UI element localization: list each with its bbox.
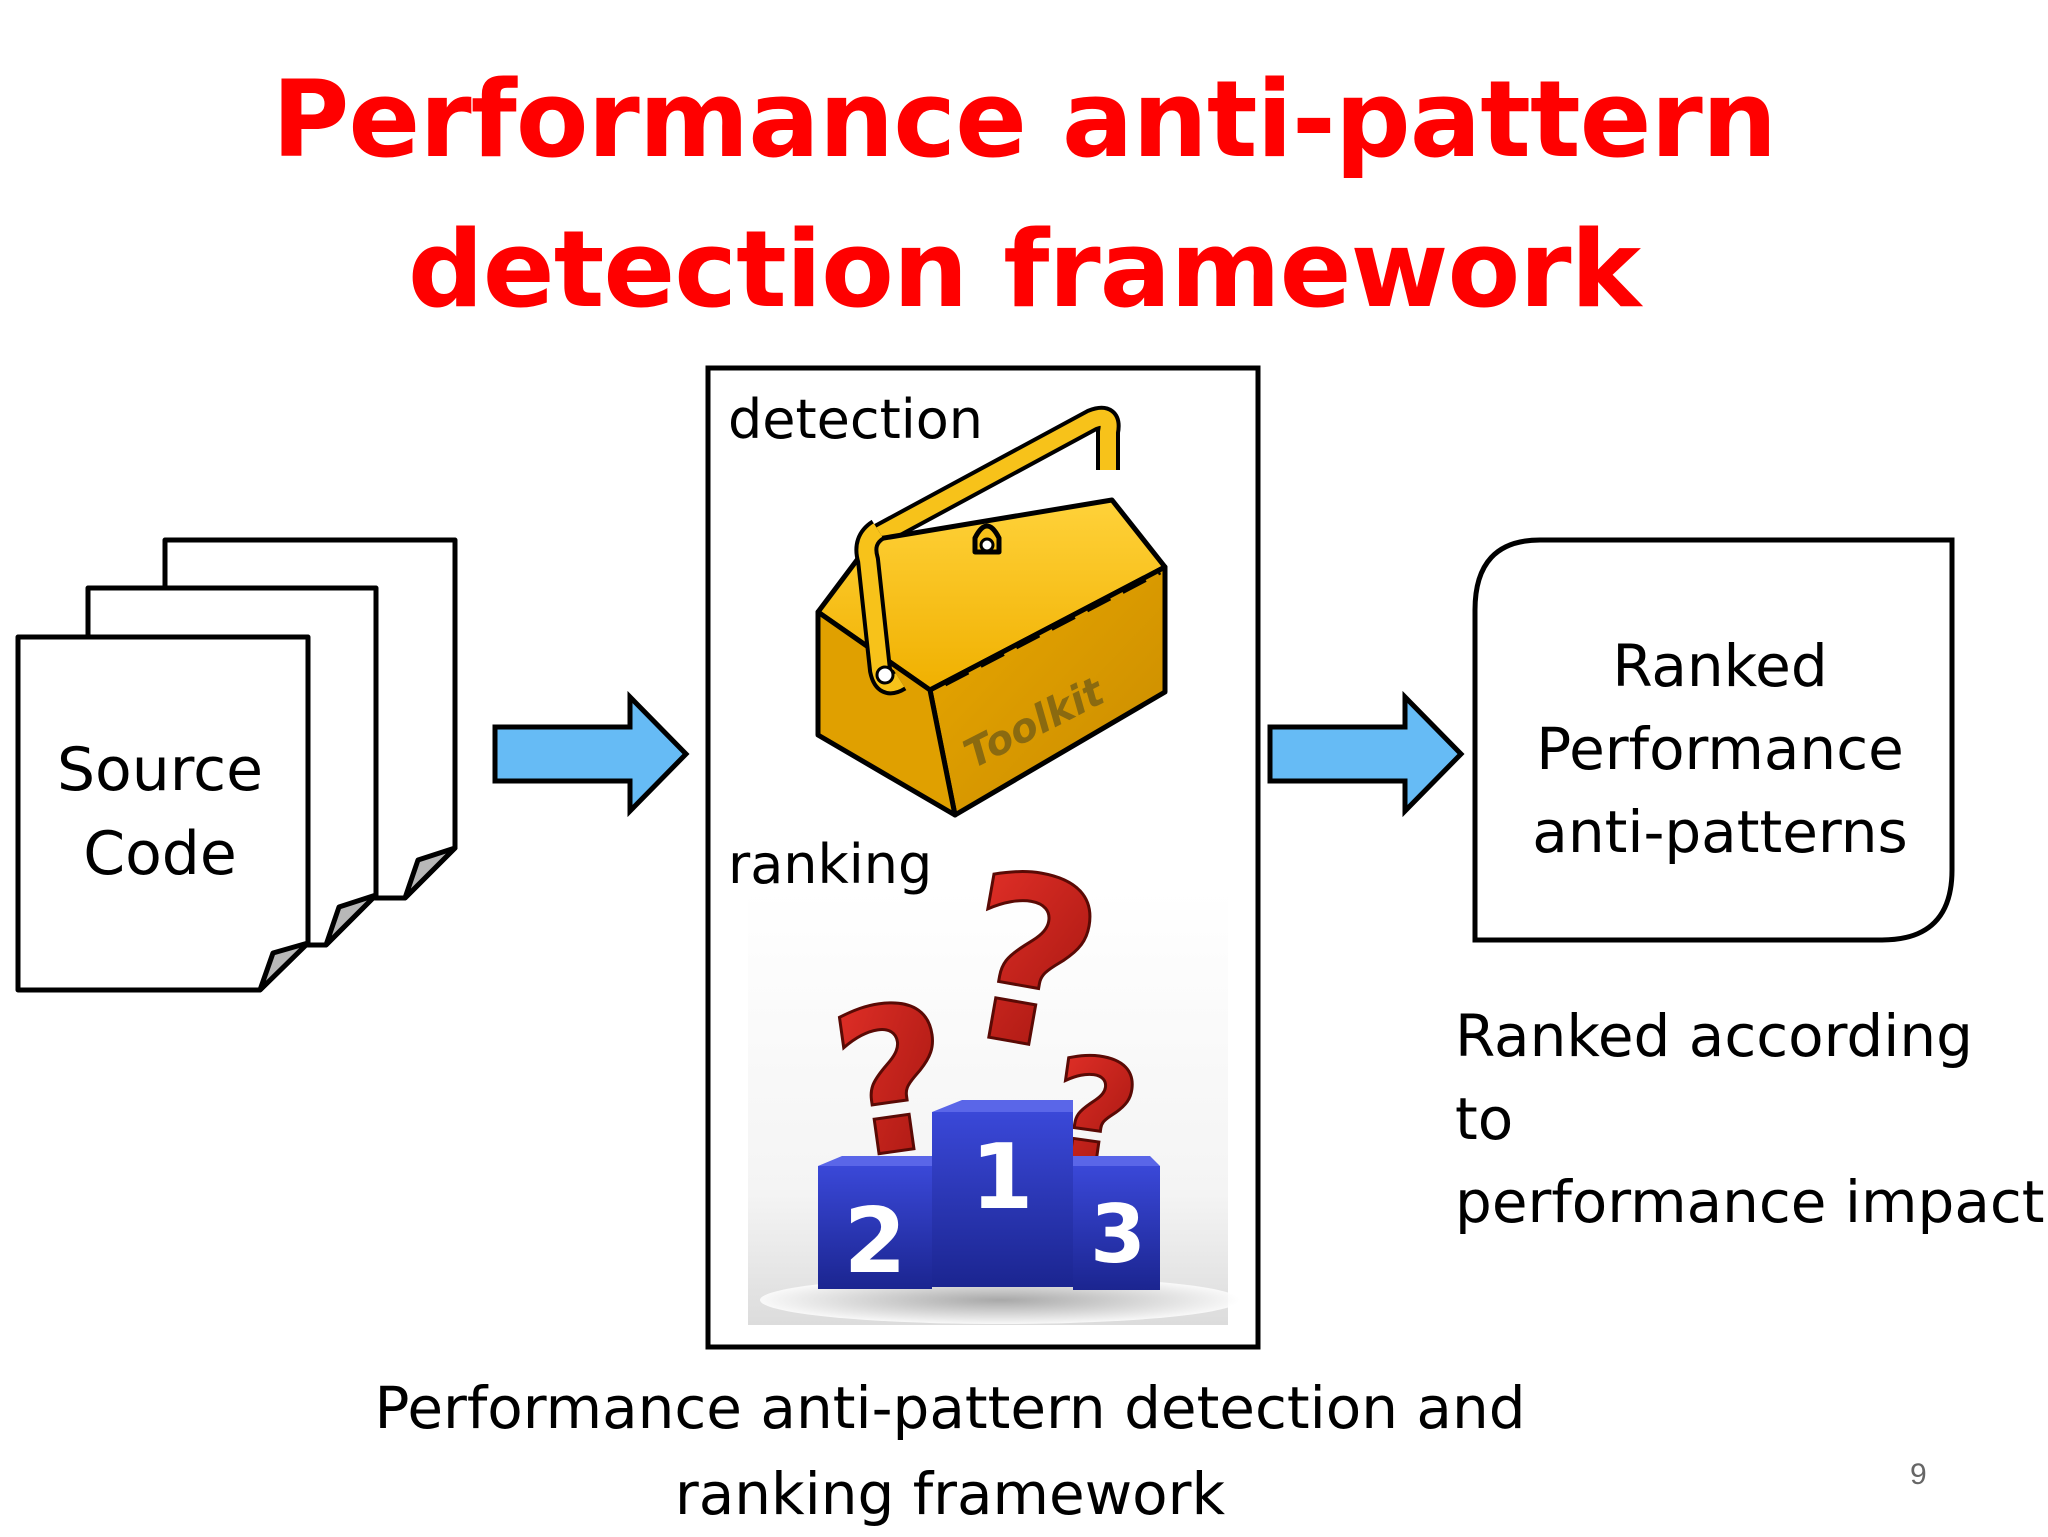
- ranking-label: ranking: [728, 833, 933, 896]
- output-label-line-1: Ranked: [1612, 632, 1828, 700]
- source-code-label-line-2: Code: [83, 819, 237, 889]
- framework-box: [705, 365, 1261, 1350]
- podium-number-3: 3: [1090, 1188, 1146, 1281]
- caption-line-2: ranking framework: [674, 1460, 1226, 1528]
- podium-number-2: 2: [844, 1189, 907, 1294]
- right-arrow-icon: [492, 690, 690, 818]
- output-label: Ranked Performance anti-patterns: [1480, 625, 1960, 874]
- caption-line-1: Performance anti-pattern detection and: [374, 1374, 1526, 1442]
- ranking-note-line-2: performance impact: [1455, 1168, 2045, 1236]
- right-arrow-icon: [1267, 690, 1465, 818]
- detection-label: detection: [728, 388, 984, 451]
- figure-caption: Performance anti-pattern detection and r…: [300, 1365, 1600, 1537]
- output-box: [1472, 537, 1955, 943]
- podium-icon: 2 1 3: [818, 1100, 1160, 1294]
- document-stack-icon: [15, 537, 458, 993]
- toolbox-icon: [815, 405, 1168, 818]
- page-number: 9: [1910, 1458, 1927, 1491]
- source-code-label: Source Code: [30, 728, 290, 896]
- output-label-line-3: anti-patterns: [1532, 798, 1908, 866]
- slide-title-line-2: detection framework: [407, 208, 1641, 331]
- podium-number-1: 1: [971, 1125, 1034, 1230]
- slide-title-line-1: Performance anti-pattern: [271, 58, 1778, 181]
- output-label-line-2: Performance: [1536, 715, 1904, 783]
- ranking-note-line-1: Ranked according to: [1455, 1002, 1973, 1153]
- document-front: [15, 634, 311, 993]
- source-code-label-line-1: Source: [56, 735, 264, 805]
- ranking-note: Ranked according to performance impact: [1455, 995, 2045, 1244]
